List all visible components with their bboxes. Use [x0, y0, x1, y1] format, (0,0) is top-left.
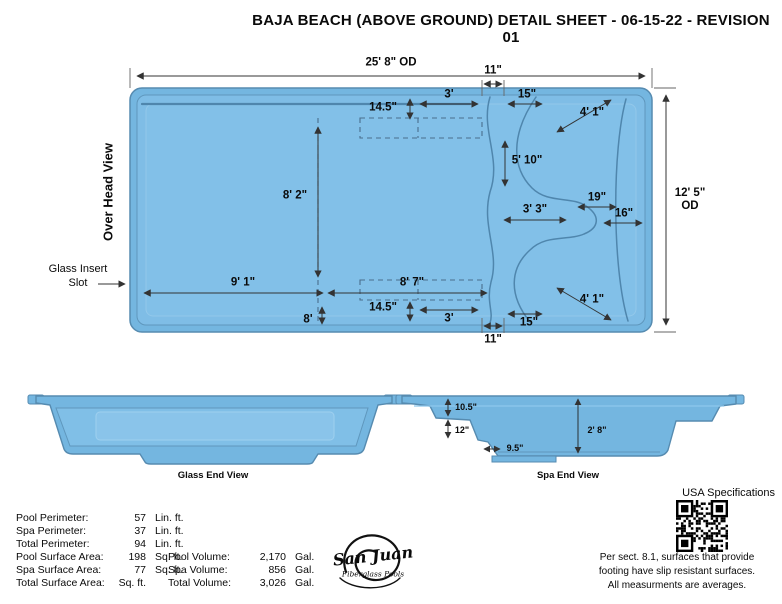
- dim-left-8-2: 8' 2": [282, 189, 308, 202]
- spa-end-view-caption: Spa End View: [536, 470, 600, 481]
- beach-wave-line: [486, 96, 495, 324]
- overhead-view-label: Over Head View: [100, 142, 116, 242]
- page-title: BAJA BEACH (ABOVE GROUND) DETAIL SHEET -…: [252, 12, 770, 46]
- dim-bottom-11: 11": [484, 333, 502, 346]
- table-row: Total Volume: 3,026 Gal.: [168, 577, 314, 590]
- spec-value: 856: [268, 564, 286, 576]
- spec-label: Total Surface Area:: [16, 577, 105, 589]
- spec-unit: Lin. ft.: [155, 525, 184, 537]
- usa-specifications-label: USA Specifications: [682, 487, 775, 499]
- spec-label: Pool Volume:: [168, 551, 230, 563]
- dim-spa-10-5: 10.5": [455, 401, 477, 412]
- spec-unit: Gal.: [295, 564, 315, 576]
- glass-insert-slot-label: Glass Insert Slot: [48, 263, 108, 289]
- spa-pedestal: [491, 455, 557, 463]
- table-row: Spa Perimeter: 37 Lin. ft.: [16, 525, 184, 538]
- dim-top-4-1: 4' 1": [579, 106, 605, 119]
- dim-bottom-15: 15": [519, 316, 539, 329]
- dim-spa-2-8: 2' 8": [587, 424, 607, 435]
- spec-unit: Gal.: [295, 577, 315, 589]
- spec-value: 2,170: [259, 551, 286, 563]
- spec-label: Pool Perimeter:: [16, 512, 89, 524]
- dim-mid-5-10: 5' 10": [511, 154, 543, 167]
- spec-label: Spa Perimeter:: [16, 525, 87, 537]
- spa-outline: [513, 96, 597, 323]
- spec-label: Spa Surface Area:: [16, 564, 102, 576]
- dim-bottom-3: 3': [444, 312, 454, 325]
- spec-value: 77: [134, 564, 146, 576]
- qr-finder-patterns: [676, 500, 728, 552]
- dim-od-height: 12' 5" OD: [674, 187, 706, 212]
- glass-end-view: [27, 394, 401, 465]
- dim-top-11: 11": [484, 64, 502, 77]
- spec-value: 198: [128, 551, 146, 563]
- footing-note: Per sect. 8.1, surfaces that provide foo…: [598, 552, 756, 592]
- dim-mid-16: 16": [614, 207, 634, 220]
- spec-unit: Sq. ft.: [155, 551, 183, 563]
- table-row: Total Surface Area: Sq. ft.: [16, 577, 184, 590]
- spec-unit: Lin. ft.: [155, 538, 184, 550]
- spec-unit: Lin. ft.: [155, 512, 184, 524]
- spec-unit: Sq. ft.: [155, 564, 183, 576]
- logo-swirl: [339, 534, 401, 589]
- dim-spa-9-5: 9.5": [506, 442, 524, 453]
- spec-label: Total Volume:: [168, 577, 232, 589]
- dim-spa-12: 12": [454, 424, 470, 435]
- table-row: Pool Surface Area: 198 Sq. ft.: [16, 551, 184, 564]
- dim-top-15: 15": [517, 88, 537, 101]
- dim-bottom-4-1: 4' 1": [579, 293, 605, 306]
- spec-unit: Gal.: [295, 551, 315, 563]
- spec-value: 94: [134, 538, 146, 550]
- spec-value: 37: [134, 525, 146, 537]
- dim-bottom-14-5: 14.5": [369, 301, 397, 314]
- spa-end-shape: [401, 395, 737, 457]
- pool-interior: [145, 103, 637, 317]
- table-row: Total Perimeter: 94 Lin. ft.: [16, 538, 184, 551]
- table-row: Pool Perimeter: 57 Lin. ft.: [16, 512, 184, 525]
- dim-mid-19: 19": [587, 191, 607, 204]
- spec-label: Total Perimeter:: [16, 538, 90, 550]
- qr-code: [676, 500, 728, 552]
- dim-bottom-8-7: 8' 7": [399, 276, 425, 289]
- table-row: Spa Surface Area: 77 Sq. ft.: [16, 564, 184, 577]
- dim-bottom-8: 8': [303, 313, 313, 326]
- spec-value: Sq. ft.: [118, 577, 146, 589]
- spec-label: Pool Surface Area:: [16, 551, 104, 563]
- overhead-pool: [129, 87, 653, 333]
- dim-mid-3-3: 3' 3": [522, 203, 548, 216]
- spec-label: Spa Volume:: [168, 564, 228, 576]
- dim-od-width: 25' 8" OD: [365, 56, 417, 69]
- glass-end-view-caption: Glass End View: [177, 470, 249, 481]
- dim-top-14-5: 14.5": [369, 101, 397, 114]
- dimension-lines: [98, 68, 676, 333]
- spec-value: 3,026: [259, 577, 286, 589]
- table-row: Spa Volume: 856 Gal.: [168, 564, 314, 577]
- spec-value: 57: [134, 512, 146, 524]
- spa-end-view: [395, 394, 745, 463]
- logo-subtitle: Fiberglass Pools: [341, 569, 405, 579]
- dim-bottom-9-1: 9' 1": [230, 276, 256, 289]
- dim-top-3: 3': [444, 88, 454, 101]
- table-row: Pool Volume: 2,170 Gal.: [168, 551, 314, 564]
